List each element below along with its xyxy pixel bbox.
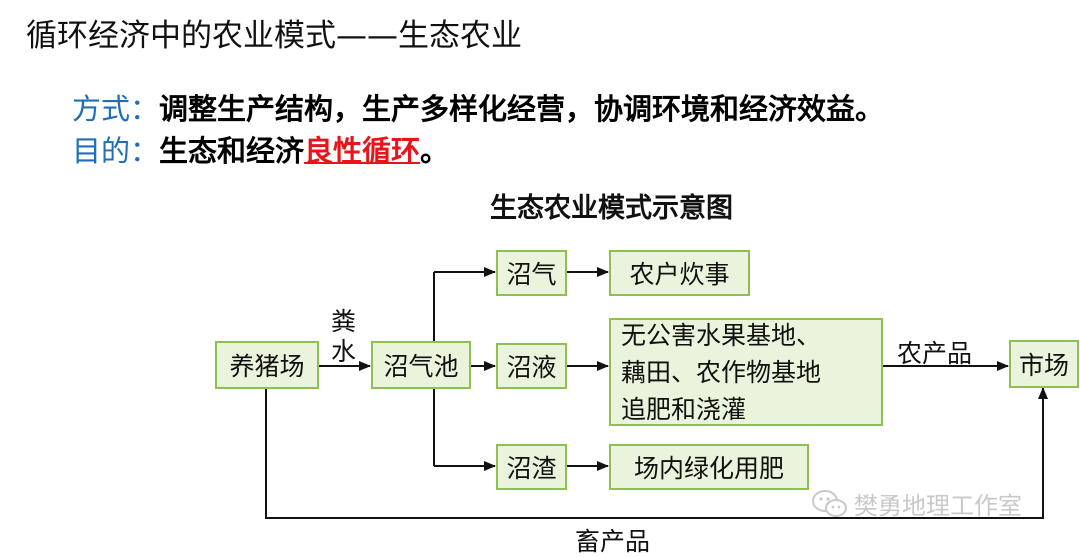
edge-label-agri-products: 农产品 xyxy=(897,339,973,368)
edge-label-manure: 粪 xyxy=(331,307,357,336)
diagram-title: 生态农业模式示意图 xyxy=(490,193,733,224)
watermark: 樊勇地理工作室 xyxy=(812,486,1022,521)
node-pig-farm: 养猪场 xyxy=(215,341,319,389)
method-text: 调整生产结构，生产多样化经营，协调环境和经济效益。 xyxy=(159,92,885,126)
method-line: 方式：调整生产结构，生产多样化经营，协调环境和经济效益。 xyxy=(72,86,884,128)
fertilize-line-3: 追肥和浇灌 xyxy=(621,394,747,424)
node-biogas-liquid: 沼液 xyxy=(496,343,567,389)
watermark-text: 樊勇地理工作室 xyxy=(854,492,1022,520)
node-market: 市场 xyxy=(1009,340,1079,388)
purpose-highlight: 良性循环 xyxy=(304,134,421,168)
arrow-livestock-to-market xyxy=(265,386,1048,519)
node-greening: 场内绿化用肥 xyxy=(609,444,809,490)
edge-label-livestock-products: 畜产品 xyxy=(575,527,651,556)
edge-label-water: 水 xyxy=(331,337,357,366)
purpose-line: 目的：生态和经济良性循环。 xyxy=(72,128,449,170)
fertilize-line-1: 无公害水果基地、 xyxy=(621,320,822,350)
node-fertilize: 无公害水果基地、 藕田、农作物基地 追肥和浇灌 xyxy=(609,318,883,426)
fertilize-line-2: 藕田、农作物基地 xyxy=(621,357,822,387)
purpose-label: 目的： xyxy=(72,134,160,168)
method-label: 方式： xyxy=(72,92,160,126)
node-cooking: 农户炊事 xyxy=(609,250,750,296)
wechat-icon xyxy=(812,489,848,518)
purpose-period: 。 xyxy=(420,134,450,168)
node-biogas-residue: 沼渣 xyxy=(496,444,567,490)
purpose-text: 生态和经济 xyxy=(159,134,305,168)
node-biogas: 沼气 xyxy=(496,250,567,296)
page-title: 循环经济中的农业模式——生态农业 xyxy=(26,18,522,54)
node-biogas-digester: 沼气池 xyxy=(371,341,471,389)
